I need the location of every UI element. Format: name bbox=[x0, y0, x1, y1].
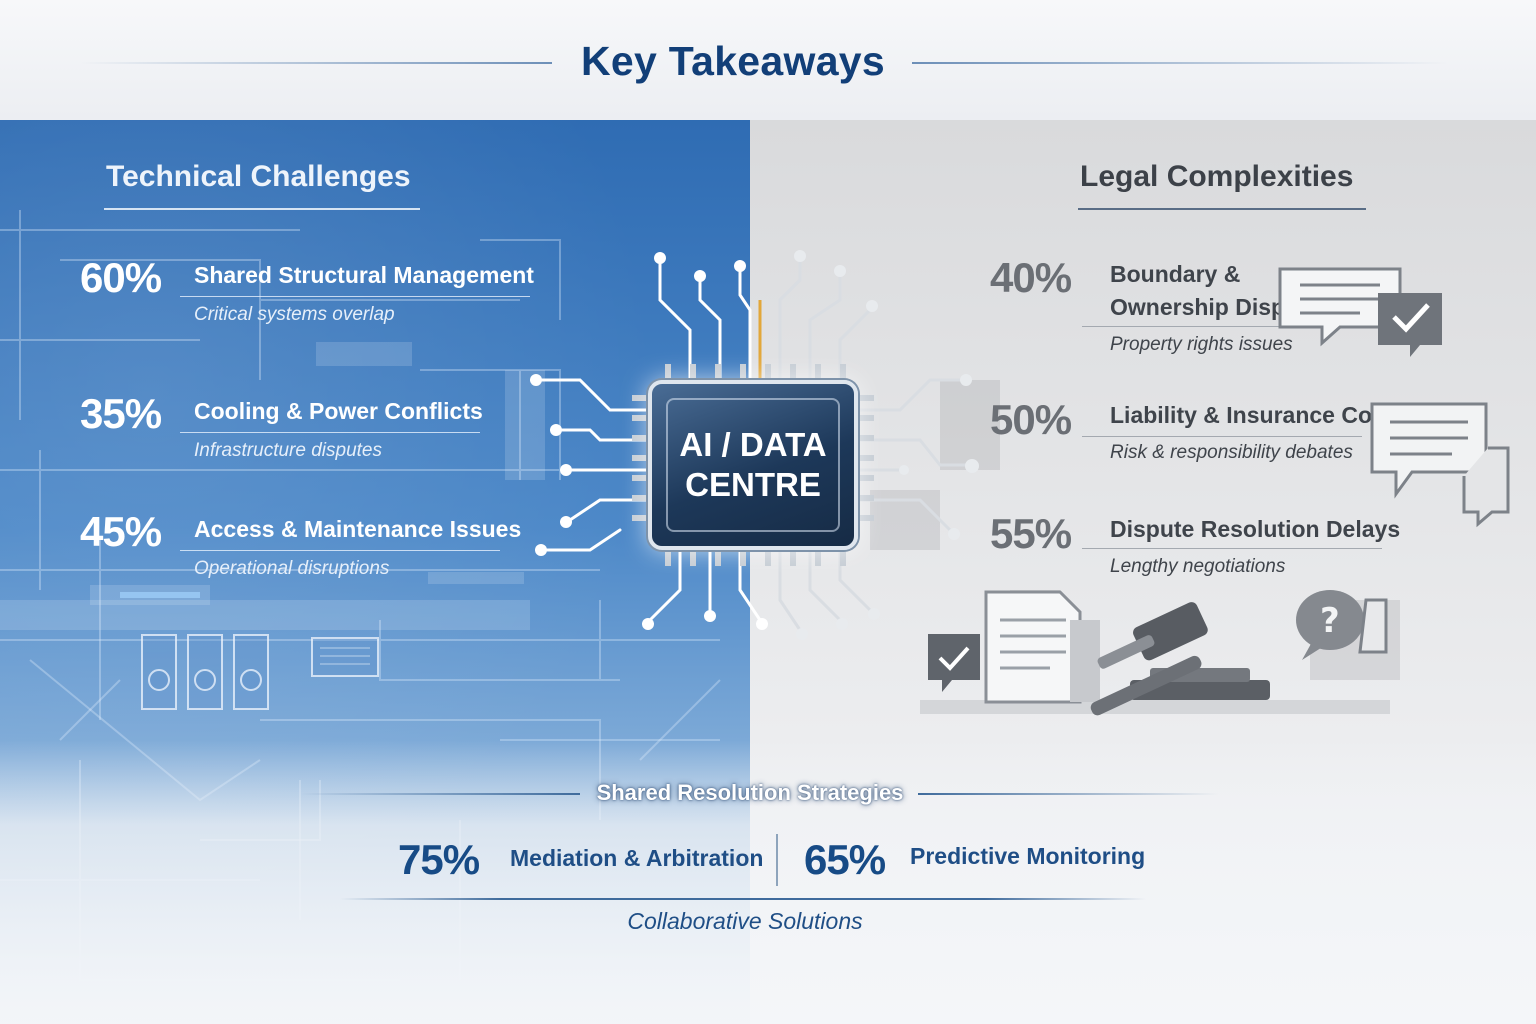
technical-item-rule bbox=[180, 550, 500, 551]
document-icon bbox=[984, 590, 1100, 704]
legal-item-rule bbox=[1082, 436, 1362, 437]
strategy-percent: 75% bbox=[398, 836, 480, 883]
check-chat-icon bbox=[928, 634, 980, 692]
technical-title: Technical Challenges bbox=[106, 160, 411, 193]
legal-item: 55% Dispute Resolution Delays Lengthy ne… bbox=[990, 510, 1400, 590]
strategies-rule-left bbox=[300, 793, 580, 795]
strategies-title: Shared Resolution Strategies bbox=[596, 780, 904, 805]
legal-item-rule bbox=[1082, 548, 1382, 549]
chip-label: AI / DATA CENTRE bbox=[648, 425, 858, 505]
strategies-subtitle: Collaborative Solutions bbox=[627, 908, 863, 934]
technical-item-sub: Infrastructure disputes bbox=[194, 440, 382, 461]
technical-item-percent: 45% bbox=[80, 508, 162, 555]
question-chat-icon: ? bbox=[1296, 590, 1388, 660]
strategies-divider bbox=[776, 834, 778, 886]
technical-item: 45% Access & Maintenance Issues Operatio… bbox=[80, 508, 522, 588]
legal-item-label: Dispute Resolution Delays bbox=[1110, 516, 1401, 542]
technical-item: 35% Cooling & Power Conflicts Infrastruc… bbox=[80, 390, 500, 470]
technical-item: 60% Shared Structural Management Critica… bbox=[80, 254, 540, 334]
strategies-rule-bottom bbox=[340, 898, 1146, 900]
legal-item: 50% Liability & Insurance Conflicts Risk… bbox=[990, 396, 1440, 476]
strategies-rule-right bbox=[918, 793, 1218, 795]
legal-item-rule bbox=[1082, 326, 1332, 327]
legal-item-percent: 40% bbox=[990, 254, 1072, 301]
legal-title-rule bbox=[1078, 208, 1366, 210]
technical-item-rule bbox=[180, 296, 530, 297]
chip-label-line1: AI / DATA bbox=[679, 426, 827, 463]
header: Key Takeaways bbox=[0, 0, 1536, 120]
bottom-fade bbox=[0, 740, 1536, 1024]
legal-title: Legal Complexities bbox=[1080, 160, 1354, 193]
technical-item-label: Shared Structural Management bbox=[194, 262, 534, 288]
page-title: Key Takeaways bbox=[580, 38, 885, 84]
header-rule-right bbox=[912, 62, 1448, 64]
chip-label-line2: CENTRE bbox=[685, 466, 821, 503]
legal-item-percent: 55% bbox=[990, 510, 1072, 557]
chat-check-icon bbox=[1278, 267, 1442, 357]
technical-item-sub: Critical systems overlap bbox=[194, 304, 395, 325]
technical-item-label: Cooling & Power Conflicts bbox=[194, 398, 483, 424]
strategy-label: Mediation & Arbitration bbox=[510, 845, 764, 871]
technical-item-rule bbox=[180, 432, 480, 433]
technical-item-label: Access & Maintenance Issues bbox=[194, 516, 522, 542]
legal-item-sub: Property rights issues bbox=[1110, 334, 1293, 355]
strategy-percent: 65% bbox=[804, 836, 886, 883]
legal-item-sub: Risk & responsibility debates bbox=[1110, 442, 1353, 463]
header-rule-left bbox=[80, 62, 552, 64]
strategy-label: Predictive Monitoring bbox=[910, 843, 1146, 869]
technical-item-percent: 60% bbox=[80, 254, 162, 301]
legal-item-label-line1: Boundary & bbox=[1110, 261, 1241, 287]
gavel-scene: ? bbox=[920, 590, 1390, 716]
technical-item-percent: 35% bbox=[80, 390, 162, 437]
legal-item-sub: Lengthy negotiations bbox=[1110, 556, 1286, 577]
chip-icon bbox=[648, 380, 858, 550]
technical-title-rule bbox=[104, 208, 420, 210]
technical-item-sub: Operational disruptions bbox=[194, 558, 390, 579]
gavel-icon bbox=[1090, 602, 1270, 716]
chat-lines-icon bbox=[1370, 402, 1510, 528]
legal-item-percent: 50% bbox=[990, 396, 1072, 443]
svg-text:?: ? bbox=[1320, 601, 1340, 641]
